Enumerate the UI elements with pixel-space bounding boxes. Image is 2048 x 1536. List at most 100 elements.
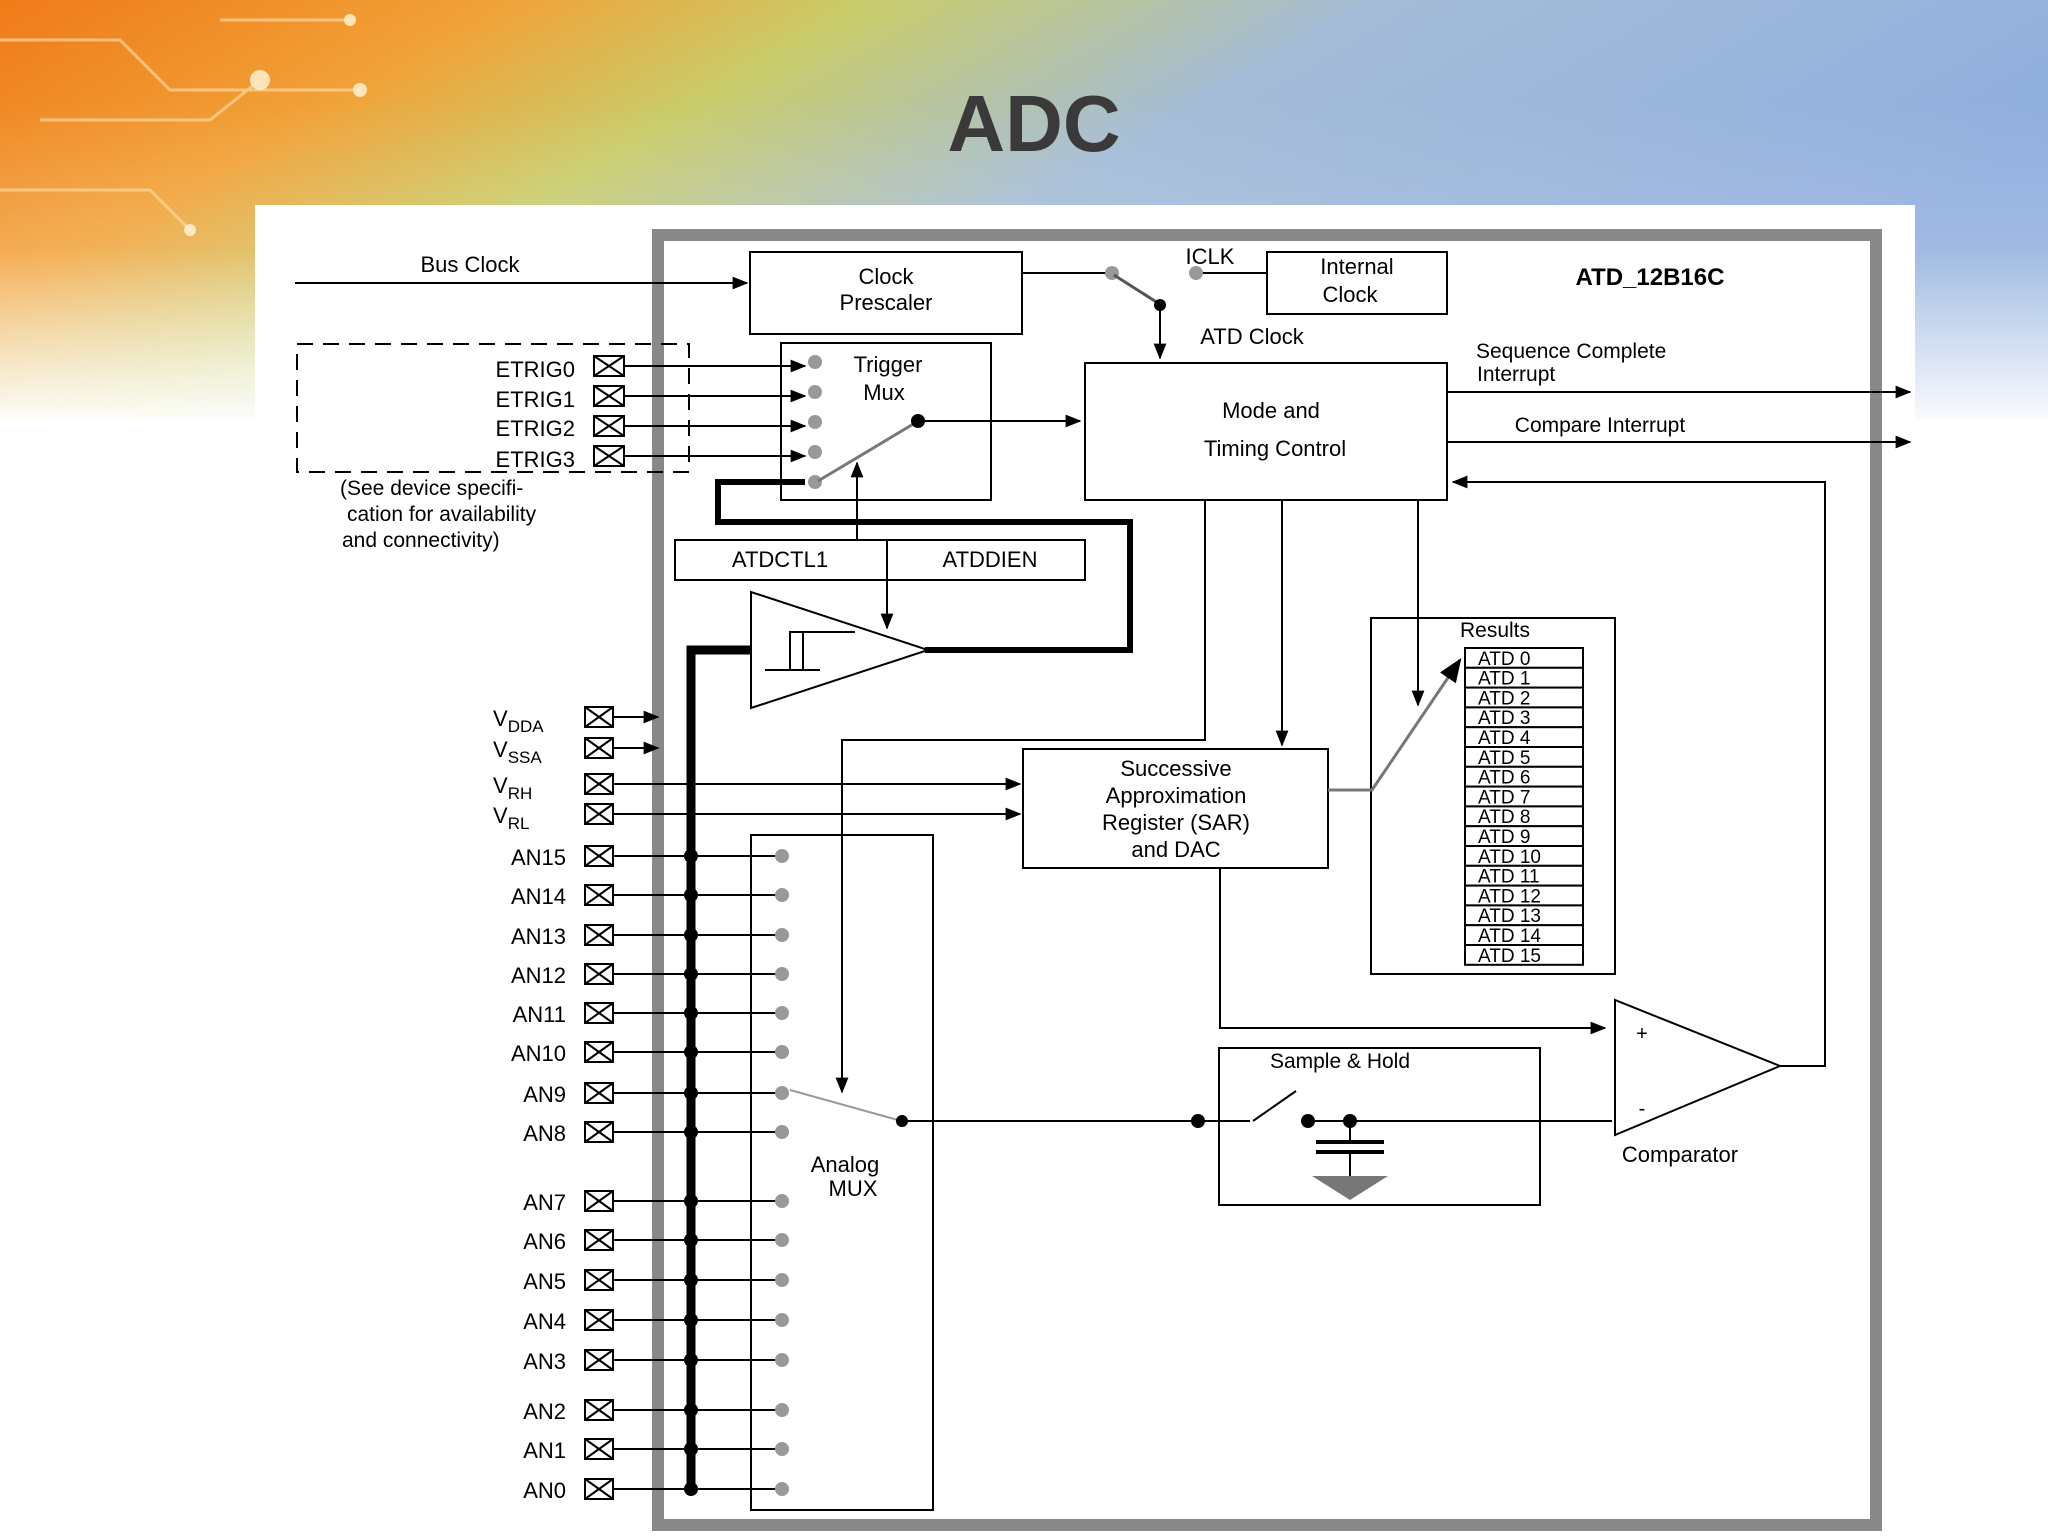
analog-pin-label: AN3 xyxy=(523,1349,566,1374)
result-register-label: ATD 15 xyxy=(1478,946,1541,967)
result-register-label: ATD 12 xyxy=(1478,886,1541,907)
analog-mux-label-2: MUX xyxy=(829,1176,878,1201)
analog-pin-label: AN8 xyxy=(523,1121,566,1146)
analog-pin-label: AN1 xyxy=(523,1438,566,1463)
sample-hold-box xyxy=(1218,1047,1541,1206)
sequence-complete-label-2: Interrupt xyxy=(1477,363,1555,386)
mux-input-contact xyxy=(775,1482,789,1496)
mux-input-contact xyxy=(775,1045,789,1059)
atd-block-name: ATD_12B16C xyxy=(1576,264,1725,291)
analog-mux-box xyxy=(750,834,934,1511)
bus-junction-dot xyxy=(684,1086,698,1100)
bus-junction-dot xyxy=(684,1006,698,1020)
etrig-pins: ETRIG0 ETRIG1 ETRIG2 ETRIG3 xyxy=(496,355,807,472)
bus-junction-dot xyxy=(684,1045,698,1059)
analog-input-bus xyxy=(686,645,751,1490)
sample-switch xyxy=(1252,1090,1297,1122)
comparator-minus: - xyxy=(1639,1098,1646,1120)
mux-input-contact xyxy=(775,1273,789,1287)
digital-feedback-bus xyxy=(715,479,1133,653)
analog-pin-label: AN7 xyxy=(523,1190,566,1215)
slide-title: ADC xyxy=(947,79,1121,168)
bus-junction-dot xyxy=(684,928,698,942)
clock-prescaler-box xyxy=(749,251,1023,335)
schmitt-trigger-icon xyxy=(765,631,855,671)
etrig-note-1: (See device specifi- xyxy=(340,477,523,500)
result-register-label: ATD 6 xyxy=(1478,768,1530,789)
analog-pin-label: AN2 xyxy=(523,1399,566,1424)
sample-hold-label: Sample & Hold xyxy=(1270,1050,1410,1073)
mux-input-contact xyxy=(775,1086,789,1100)
analog-pin-label: AN4 xyxy=(523,1309,566,1334)
result-register-label: ATD 14 xyxy=(1478,926,1541,947)
internal-clock-label-2: Clock xyxy=(1322,282,1378,307)
analog-pin-label: AN12 xyxy=(511,963,566,988)
etrig1-label: ETRIG1 xyxy=(496,387,575,412)
result-register-label: ATD 2 xyxy=(1478,688,1530,709)
comparator-label: Comparator xyxy=(1622,1142,1738,1167)
analog-pin-label: AN13 xyxy=(511,924,566,949)
mux-input-contact xyxy=(775,888,789,902)
clock-prescaler-label-1: Clock xyxy=(858,264,914,289)
bus-junction-dot xyxy=(684,1125,698,1139)
mux-input-contact xyxy=(775,849,789,863)
mux-input-contact xyxy=(775,1194,789,1208)
analog-mux-switch-arm xyxy=(789,1089,899,1121)
mux-input-contact xyxy=(775,1403,789,1417)
etrig-note-3: and connectivity) xyxy=(342,529,500,552)
dac-to-comparator-line xyxy=(1219,868,1607,1035)
mode-to-mux-select-line xyxy=(835,500,1206,1094)
analog-pin-label: AN15 xyxy=(511,845,566,870)
mux-input-contact xyxy=(775,1125,789,1139)
analog-pin-label: AN10 xyxy=(511,1041,566,1066)
clock-switch-contact xyxy=(1154,299,1166,311)
bus-junction-dot xyxy=(684,1273,698,1287)
mode-timing-label-2: Timing Control xyxy=(1204,436,1346,461)
results-box xyxy=(1370,617,1616,975)
bus-junction-dot xyxy=(684,888,698,902)
results-label: Results xyxy=(1460,619,1530,642)
analog-pin-label: AN14 xyxy=(511,884,566,909)
mux-input-contact xyxy=(775,1313,789,1327)
mux-input-contact xyxy=(775,928,789,942)
clock-switch-arm xyxy=(1113,273,1159,305)
analog-input-pins: AN15AN14AN13AN12AN11AN10AN9AN8AN7AN6AN5A… xyxy=(511,845,789,1503)
bus-junction-dot xyxy=(684,1313,698,1327)
result-register-label: ATD 0 xyxy=(1478,649,1530,670)
supply-pin-label: VSSA xyxy=(493,737,542,767)
atddien-label: ATDDIEN xyxy=(943,547,1038,572)
result-register-label: ATD 7 xyxy=(1478,787,1530,808)
mux-input-contact xyxy=(775,967,789,981)
bus-junction-dot xyxy=(684,1233,698,1247)
analog-pin-label: AN11 xyxy=(513,1002,566,1027)
result-register-label: ATD 8 xyxy=(1478,807,1530,828)
analog-pin-label: AN0 xyxy=(523,1478,566,1503)
atd-clock-label: ATD Clock xyxy=(1200,324,1304,349)
mux-input-contact xyxy=(775,1006,789,1020)
bus-clock-label: Bus Clock xyxy=(420,252,520,277)
result-register-label: ATD 11 xyxy=(1478,867,1540,888)
result-register-label: ATD 5 xyxy=(1478,748,1530,769)
analog-pin-label: AN9 xyxy=(523,1082,566,1107)
result-register-box xyxy=(1464,944,1584,966)
internal-clock-box xyxy=(1266,251,1448,315)
iclk-label: ICLK xyxy=(1186,244,1235,269)
result-register-label: ATD 9 xyxy=(1478,827,1530,848)
analog-mux-label-1: Analog xyxy=(811,1152,880,1177)
atd-block-border xyxy=(652,229,1882,1531)
bus-junction-dot xyxy=(684,1482,698,1496)
mode-timing-label-1: Mode and xyxy=(1222,398,1320,423)
atddien-box xyxy=(886,539,1086,581)
sar-label-3: Register (SAR) xyxy=(1102,810,1250,835)
etrig2-label: ETRIG2 xyxy=(496,416,575,441)
mux-input-contact xyxy=(775,1353,789,1367)
ground-icon xyxy=(1312,1176,1388,1200)
comparator-triangle xyxy=(1614,998,1783,1137)
result-register-label: ATD 1 xyxy=(1478,669,1530,690)
trigger-mux-switch-arm xyxy=(817,421,916,483)
iclk-contact xyxy=(1189,266,1203,280)
supply-pin-label: VDDA xyxy=(493,706,544,736)
sar-label-1: Successive xyxy=(1120,756,1231,781)
